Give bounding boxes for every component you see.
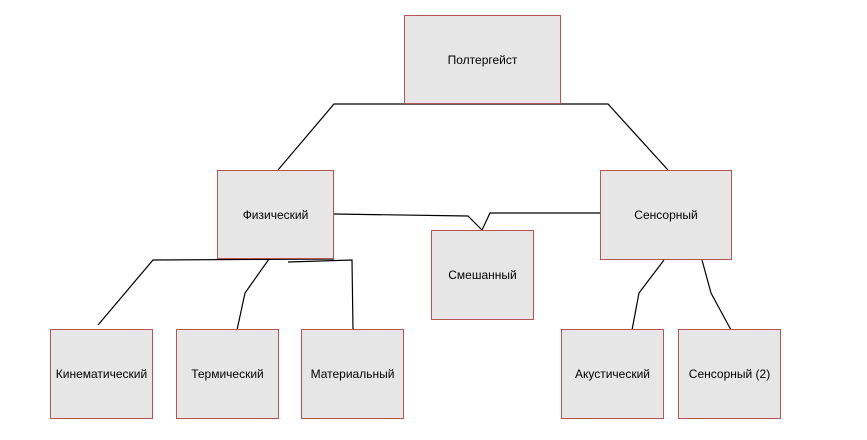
node-physical-label: Физический <box>242 207 309 222</box>
node-poltergeist[interactable]: Полтергейст <box>404 15 561 104</box>
edge-sensory-acoustic <box>631 259 665 331</box>
node-sensory-2-label: Сенсорный (2) <box>688 367 771 381</box>
node-sensory[interactable]: Сенсорный <box>600 170 732 260</box>
node-sensory-label: Сенсорный <box>634 208 698 222</box>
edge-physical-kinematic <box>97 258 335 326</box>
edge-physical-thermal <box>236 258 270 331</box>
node-thermal-label: Термический <box>191 367 264 381</box>
edge-sensory-sensory2 <box>701 259 732 331</box>
node-kinematic-label: Кинематический <box>55 367 148 381</box>
node-sensory-2[interactable]: Сенсорный (2) <box>678 329 781 419</box>
edge-sensory-mixed <box>481 212 601 231</box>
node-physical[interactable]: Физический <box>217 170 334 259</box>
node-acoustic[interactable]: Акустический <box>561 329 664 419</box>
edge-physical-mixed <box>333 213 483 231</box>
node-material[interactable]: Материальный <box>301 329 404 419</box>
node-poltergeist-label: Полтергейст <box>447 52 518 67</box>
node-material-label: Материальный <box>310 367 395 381</box>
edge-poltergeist-sensory <box>482 103 669 171</box>
edge-poltergeist-physical <box>277 103 482 171</box>
node-acoustic-label: Акустический <box>574 367 651 381</box>
edge-physical-material <box>287 259 354 331</box>
node-thermal[interactable]: Термический <box>176 329 279 419</box>
node-mixed[interactable]: Смешанный <box>431 230 534 320</box>
node-mixed-label: Смешанный <box>448 268 517 282</box>
node-kinematic[interactable]: Кинематический <box>50 329 153 419</box>
